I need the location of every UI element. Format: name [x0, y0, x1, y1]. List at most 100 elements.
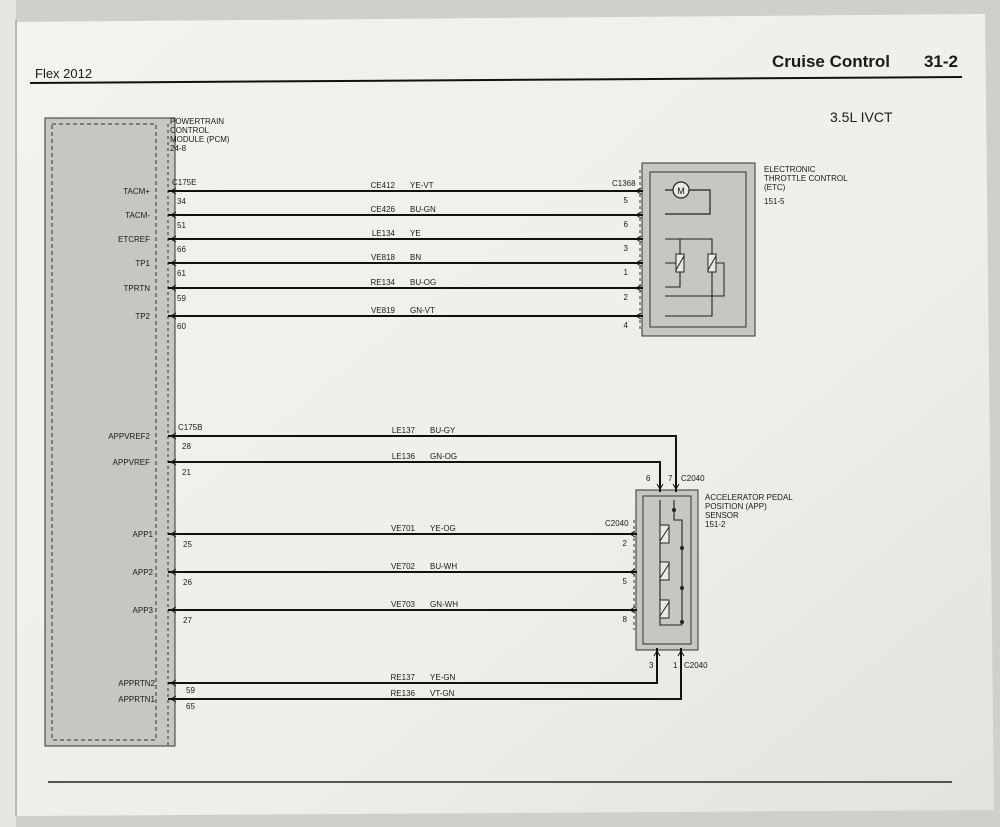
pcm-pin-number: 26: [183, 578, 192, 587]
wire-color-code: BU-GY: [430, 426, 456, 435]
pcm-pin-chevron-icon: [170, 235, 177, 243]
wire-color-code: YE-VT: [410, 181, 434, 190]
etc-module: [641, 162, 756, 337]
connector-chevron-icon: [635, 187, 642, 195]
app-connector-label-top: C2040: [681, 474, 705, 483]
etc-label-line: THROTTLE CONTROL: [764, 174, 848, 183]
etc-pin-number: 3: [624, 244, 629, 253]
signal-label: ETCREF: [118, 235, 150, 244]
section-title: Cruise Control: [772, 52, 890, 71]
signal-label: APPRTN2: [118, 679, 155, 688]
app-label-line: 151-2: [705, 520, 726, 529]
wire-color-code: YE-GN: [430, 673, 456, 682]
circuit-id: VE703: [391, 600, 416, 609]
connector-chevron-icon: [629, 568, 636, 576]
pcm-pin-number: 25: [183, 540, 192, 549]
wire-re136: [168, 648, 682, 700]
connector-chevron-icon: [672, 483, 680, 490]
signal-label: TACM-: [125, 211, 150, 220]
etc-pin-number: 4: [624, 321, 629, 330]
wire-color-code: BU-WH: [430, 562, 457, 571]
wire-color-code: VT-GN: [430, 689, 455, 698]
pcm-label: POWERTRAIN CONTROL MODULE (PCM) 24-8: [170, 117, 230, 153]
wire-re137: [168, 648, 658, 684]
app-label: ACCELERATOR PEDAL POSITION (APP) SENSOR …: [705, 493, 793, 529]
wire-color-code: BU-GN: [410, 205, 436, 214]
app-label-line: POSITION (APP): [705, 502, 767, 511]
signal-label: TP2: [135, 312, 150, 321]
motor-wiring: [665, 189, 711, 215]
circuit-id: LE137: [392, 426, 416, 435]
signal-label: APP1: [133, 530, 154, 539]
circuit-id: CE412: [371, 181, 396, 190]
connector-chevron-icon: [656, 483, 664, 490]
app-pin-number: 2: [623, 539, 628, 548]
circuit-id: LE136: [392, 452, 416, 461]
engine-label: 3.5L IVCT: [830, 109, 893, 125]
connector-chevron-icon: [653, 650, 661, 657]
connector-chevron-icon: [677, 650, 685, 657]
wire-le137: [168, 435, 677, 492]
circuit-id: VE701: [391, 524, 416, 533]
etc-label-line: (ETC): [764, 183, 786, 192]
wire-color-code: BN: [410, 253, 421, 262]
pcm-module-inner: [51, 123, 157, 741]
app-sensor-elements-icon: [659, 500, 684, 626]
connector-chevron-icon: [629, 606, 636, 614]
pcm-pin-number: 27: [183, 616, 192, 625]
pcm-pin-number: 61: [177, 269, 186, 278]
pcm-pin-chevron-icon: [170, 284, 177, 292]
pcm-pin-number: 59: [186, 686, 195, 695]
connector-chevron-icon: [629, 530, 636, 538]
app-pin-number: 8: [623, 615, 628, 624]
page-number: 31-2: [924, 52, 958, 71]
etc-module-inner: [649, 171, 747, 328]
pcm-connector-c175e: C175E: [172, 178, 196, 187]
app-pin-number: 7: [668, 474, 673, 483]
pcm-pin-chevron-icon: [170, 259, 177, 267]
pcm-pin-number: 51: [177, 221, 186, 230]
connector-chevron-icon: [635, 211, 642, 219]
pcm-pin-number: 28: [182, 442, 191, 451]
etc-pin-number: 1: [624, 268, 629, 277]
pcm-pin-chevron-icon: [170, 187, 177, 195]
signal-label: TACM+: [123, 187, 150, 196]
tp-sensor-icon: [665, 238, 725, 317]
signal-label: TPRTN: [123, 284, 150, 293]
pcm-pin-number: 34: [177, 197, 186, 206]
pcm-pin-chevron-icon: [170, 211, 177, 219]
motor-symbol: M: [677, 186, 685, 196]
signal-label: APPRTN1: [118, 695, 155, 704]
circuit-id: RE137: [391, 673, 416, 682]
pcm-pin-chevron-icon: [170, 679, 177, 687]
signal-label: APPVREF2: [108, 432, 150, 441]
pcm-label-line: MODULE (PCM): [170, 135, 230, 144]
app-connector-label-side: C2040: [605, 519, 629, 528]
pcm-label-line: 24-8: [170, 144, 187, 153]
etc-connector-label: C1368: [612, 179, 636, 188]
pcm-pin-chevron-icon: [170, 432, 177, 440]
pcm-connector-c175b: C175B: [178, 423, 202, 432]
circuit-id: VE702: [391, 562, 416, 571]
app-sensor-module: [635, 489, 699, 651]
wire-color-code: GN-WH: [430, 600, 458, 609]
circuit-id: RE134: [371, 278, 396, 287]
etc-label-line: ELECTRONIC: [764, 165, 816, 174]
connector-chevron-icon: [635, 312, 642, 320]
wire-color-code: YE: [410, 229, 421, 238]
pcm-pin-number: 66: [177, 245, 186, 254]
circuit-id: VE819: [371, 306, 396, 315]
app-pin-number: 6: [646, 474, 651, 483]
circuit-id: LE134: [372, 229, 396, 238]
signal-label: APP2: [133, 568, 154, 577]
circuit-id: RE136: [391, 689, 416, 698]
pcm-pin-number: 60: [177, 322, 186, 331]
wire-color-code: GN-OG: [430, 452, 457, 461]
pcm-pin-chevron-icon: [170, 458, 177, 466]
vehicle-title: Flex 2012: [35, 66, 92, 81]
pcm-pin-chevron-icon: [170, 695, 177, 703]
signal-label: APPVREF: [113, 458, 150, 467]
